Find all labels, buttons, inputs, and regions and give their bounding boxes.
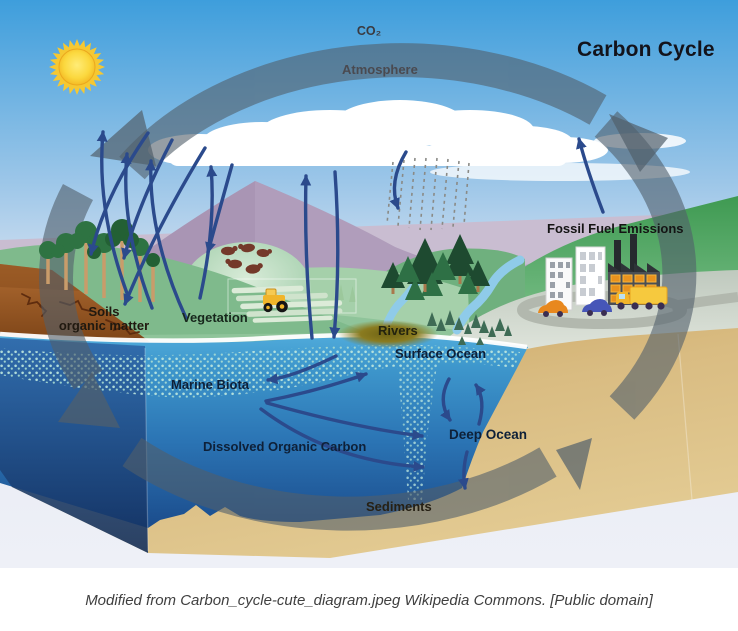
marine-biota-layer	[0, 345, 520, 398]
diagram-title: Carbon Cycle	[577, 38, 715, 61]
photosynthesis-arrow	[205, 163, 234, 254]
soils-label-line2: organic matter	[58, 318, 150, 334]
rain-icon	[386, 157, 470, 231]
cycle-arrowhead-left	[90, 110, 156, 166]
surface-deep-down-arrow	[440, 377, 452, 422]
photosynthesis-arrow	[87, 131, 150, 256]
ocean-cutaway-block	[0, 320, 693, 553]
fossil-emission-arrow	[576, 137, 605, 214]
surface-ocean-label: Surface Ocean	[395, 346, 487, 361]
photosynthesis-arrow	[123, 146, 207, 306]
rivers-label: Rivers	[378, 323, 418, 338]
deep-to-sediment-arrow	[457, 450, 469, 490]
cycle-arrowhead-into-ocean	[58, 372, 120, 428]
deep-surface-up-arrow	[474, 383, 486, 426]
cows	[221, 243, 273, 274]
tractor-icon	[263, 288, 288, 313]
sun-icon	[49, 39, 105, 95]
caption: Modified from Carbon_cycle-cute_diagram.…	[85, 592, 653, 609]
biota-to-surface-arrow	[264, 371, 368, 403]
cycle-arrowhead-up-right	[609, 114, 668, 172]
truck-icon	[616, 286, 668, 310]
soils-label-line1: Soils	[88, 304, 120, 319]
carbon-cycle-band	[39, 43, 697, 531]
respiration-arrow	[198, 165, 218, 300]
fossil-fuel-emissions-label: Fossil Fuel Emissions	[547, 221, 684, 236]
precipitation-arrow	[389, 150, 408, 210]
atmosphere-label: Atmosphere	[342, 62, 418, 77]
doc-to-deep-arrow	[259, 407, 425, 472]
flux-arrows	[87, 130, 605, 490]
river-delta	[338, 320, 438, 348]
vegetation-label: Vegetation	[182, 310, 248, 325]
marsh-trees	[427, 310, 512, 345]
ocean-outgas-arrow	[300, 174, 314, 340]
ocean-uptake-arrow	[329, 170, 341, 339]
sediments-label: Sediments	[366, 499, 432, 514]
marine-biota-label: Marine Biota	[171, 377, 250, 392]
surface-to-biota-arrow	[266, 354, 338, 385]
deep-ocean-label: Deep Ocean	[449, 427, 528, 442]
cycle-arrowhead-seafloor	[556, 438, 592, 490]
photosynthesis-arrow	[121, 138, 174, 260]
co2-label: CO₂	[356, 24, 382, 38]
dissolved-organic-carbon-label: Dissolved Organic Carbon	[203, 439, 367, 454]
biota-to-deep-arrow	[265, 401, 424, 441]
car-icon	[538, 299, 612, 317]
conifer-trees	[338, 234, 490, 302]
respiration-arrow	[145, 159, 188, 320]
